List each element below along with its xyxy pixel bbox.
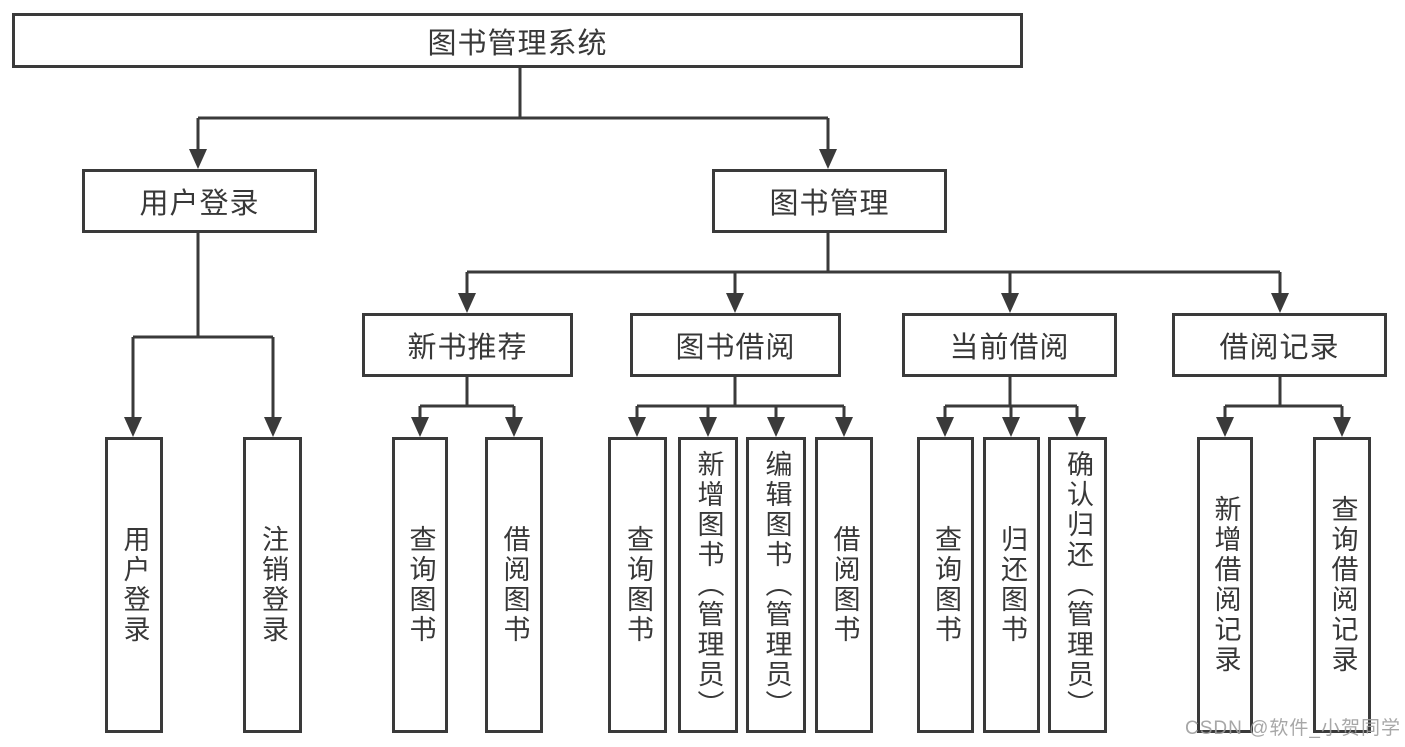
leaf-recommend-borrow-books: 借阅图书 xyxy=(485,437,543,733)
node-label: 图书借阅 xyxy=(675,332,796,364)
node-label: 借阅记录 xyxy=(1219,332,1340,364)
leaf-logout: 注销登录 xyxy=(243,437,302,733)
leaf-label: 新增借阅记录 xyxy=(1210,495,1241,675)
node-book-borrowing: 图书借阅 xyxy=(630,313,841,377)
leaf-query-borrow-record: 查询借阅记录 xyxy=(1313,437,1371,733)
connector-mgmt-to-level3 xyxy=(465,233,1282,295)
leaf-label: 编辑图书（管理员） xyxy=(761,450,792,720)
leaf-label: 用户登录 xyxy=(119,525,150,645)
leaf-label: 借阅图书 xyxy=(499,525,530,645)
leaf-user-login: 用户登录 xyxy=(105,437,163,733)
connector-recommend-to-leaves xyxy=(418,377,516,419)
node-label: 图书管理 xyxy=(769,188,890,220)
leaf-label: 查询图书 xyxy=(931,525,961,645)
csdn-watermark: CSDN @软件_小贺同学 xyxy=(1185,718,1401,739)
leaf-label: 借阅图书 xyxy=(829,525,860,645)
node-user-login: 用户登录 xyxy=(82,169,317,233)
leaf-label: 查询图书 xyxy=(405,525,436,645)
leaf-current-query-books: 查询图书 xyxy=(917,437,974,733)
arrowhead-icon xyxy=(767,417,785,437)
arrowhead-icon xyxy=(1068,417,1086,437)
arrowhead-icon xyxy=(936,417,954,437)
node-label: 当前借阅 xyxy=(949,332,1070,364)
leaf-return-books: 归还图书 xyxy=(983,437,1040,733)
arrowhead-icon xyxy=(458,293,476,313)
node-new-book-recommend: 新书推荐 xyxy=(362,313,573,377)
connector-borrowing-to-leaves xyxy=(635,377,846,419)
arrowhead-icon xyxy=(124,417,142,437)
node-current-borrowing: 当前借阅 xyxy=(902,313,1117,377)
leaf-recommend-query-books: 查询图书 xyxy=(392,437,448,733)
arrowhead-icon xyxy=(505,417,523,437)
leaf-label: 新增图书（管理员） xyxy=(693,450,724,720)
connector-root-to-level2 xyxy=(196,66,830,151)
leaf-label: 确认归还（管理员） xyxy=(1063,450,1093,720)
node-label: 新书推荐 xyxy=(407,332,528,364)
leaf-label: 查询图书 xyxy=(623,525,653,645)
leaf-add-borrow-record: 新增借阅记录 xyxy=(1197,437,1253,733)
leaf-label: 查询借阅记录 xyxy=(1327,495,1358,675)
arrowhead-icon xyxy=(264,417,282,437)
arrowhead-icon xyxy=(1271,293,1289,313)
leaf-add-books-admin: 新增图书（管理员） xyxy=(678,437,738,733)
arrowhead-icon xyxy=(628,417,646,437)
arrowhead-icon xyxy=(411,417,429,437)
arrowhead-icon xyxy=(1001,293,1019,313)
arrowhead-icon xyxy=(699,417,717,437)
leaf-label: 注销登录 xyxy=(258,525,288,645)
connector-login-to-leaves xyxy=(131,233,275,419)
node-label: 图书管理系统 xyxy=(427,27,608,60)
connector-current-to-leaves xyxy=(943,377,1079,419)
node-library-system: 图书管理系统 xyxy=(12,13,1023,68)
leaf-borrowing-borrow-books: 借阅图书 xyxy=(815,437,873,733)
arrowhead-icon xyxy=(189,149,207,169)
leaf-confirm-return-admin: 确认归还（管理员） xyxy=(1048,437,1107,733)
leaf-edit-books-admin: 编辑图书（管理员） xyxy=(746,437,806,733)
arrowhead-icon xyxy=(1216,417,1234,437)
leaf-borrowing-query-books: 查询图书 xyxy=(608,437,667,733)
arrowhead-icon xyxy=(1333,417,1351,437)
node-book-management: 图书管理 xyxy=(712,169,947,233)
arrowhead-icon xyxy=(835,417,853,437)
node-label: 用户登录 xyxy=(139,188,260,220)
connector-records-to-leaves xyxy=(1223,377,1344,419)
node-borrowing-records: 借阅记录 xyxy=(1172,313,1387,377)
leaf-label: 归还图书 xyxy=(997,525,1027,645)
arrowhead-icon xyxy=(1002,417,1020,437)
arrowhead-icon xyxy=(819,149,837,169)
arrowhead-icon xyxy=(726,293,744,313)
